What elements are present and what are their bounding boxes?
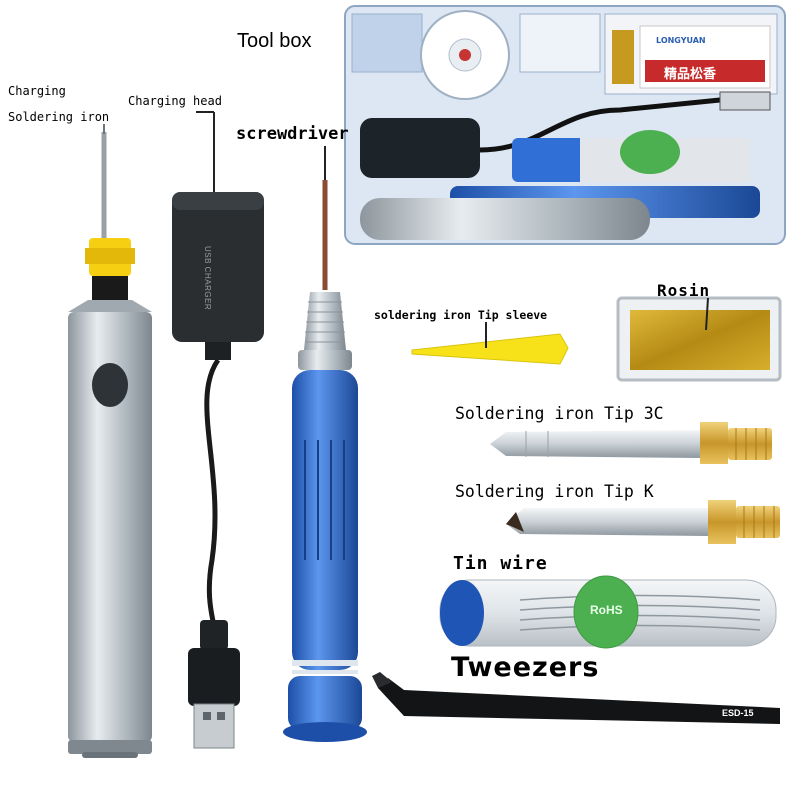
tweezers-model-text: ESD-15 xyxy=(722,708,754,718)
label-tweezers: Tweezers xyxy=(451,652,600,683)
screwdriver xyxy=(283,146,367,742)
box-brand-text: LONGYUAN xyxy=(656,36,706,45)
label-tip-sleeve: soldering iron Tip sleeve xyxy=(374,308,548,322)
label-charging-head: Charging head xyxy=(128,94,222,108)
charging-head xyxy=(172,111,264,749)
box-rosin-text: 精品松香 xyxy=(664,67,717,82)
tin-wire xyxy=(439,575,777,649)
label-tip-3c: Soldering iron Tip 3C xyxy=(455,404,664,423)
label-charging: Charging xyxy=(8,84,66,98)
rosin-tin xyxy=(616,296,782,382)
label-tip-k: Soldering iron Tip K xyxy=(455,482,654,501)
label-screwdriver: screwdriver xyxy=(236,124,349,144)
label-tin-wire: Tin wire xyxy=(453,553,548,574)
usb-charger-text: USB CHARGER xyxy=(203,246,212,311)
tip-3c xyxy=(490,422,772,464)
tool-box xyxy=(344,5,786,245)
tip-k xyxy=(506,500,780,544)
tweezers xyxy=(372,672,780,724)
label-rosin: Rosin xyxy=(657,281,711,300)
rohs-text: RoHS xyxy=(590,603,623,617)
label-soldering-iron: Soldering iron xyxy=(8,110,110,124)
label-tool-box: Tool box xyxy=(237,30,312,52)
charging-soldering-iron xyxy=(68,124,152,758)
tip-sleeve xyxy=(411,322,569,365)
